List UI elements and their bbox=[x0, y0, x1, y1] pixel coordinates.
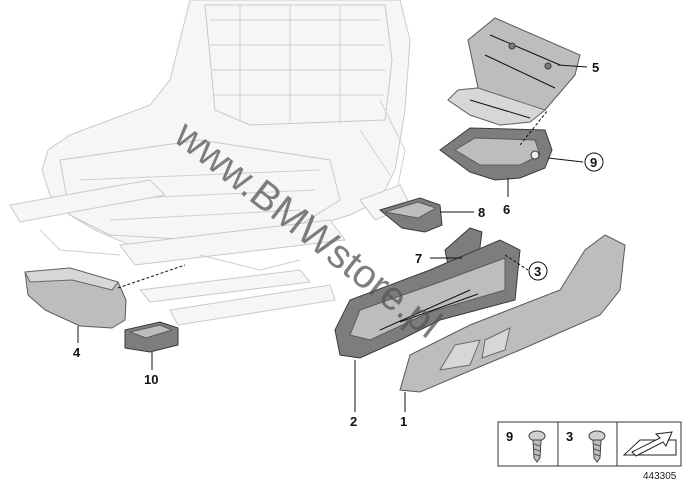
callout-4: 4 bbox=[73, 345, 81, 360]
forward-arrow-icon bbox=[622, 431, 677, 457]
callout-1: 1 bbox=[400, 414, 407, 429]
torx-screw-icon bbox=[588, 430, 606, 463]
callout-circle bbox=[528, 261, 548, 281]
leader-lines bbox=[77, 64, 588, 412]
part-10-clip bbox=[124, 321, 179, 353]
torx-screw-icon bbox=[528, 430, 546, 463]
part-4-front-trim bbox=[24, 267, 127, 329]
callout-3: 3 bbox=[528, 261, 548, 281]
svg-text:4: 4 bbox=[73, 345, 81, 360]
svg-text:7: 7 bbox=[415, 251, 422, 266]
part-6-lower-panel bbox=[439, 127, 553, 181]
callout-10: 10 bbox=[144, 372, 158, 387]
legend-label-3: 3 bbox=[566, 429, 573, 444]
part-2-inner-trim bbox=[334, 239, 521, 359]
callouts: 5 9 6 8 7 3 4 10 2 1 bbox=[73, 60, 604, 429]
callout-6: 6 bbox=[503, 202, 510, 217]
seat-frame-ghost bbox=[9, 0, 411, 326]
callout-2: 2 bbox=[350, 414, 357, 429]
callout-5: 5 bbox=[592, 60, 599, 75]
part-1-outer-trim bbox=[399, 234, 626, 393]
svg-text:3: 3 bbox=[534, 264, 541, 279]
svg-text:1: 1 bbox=[400, 414, 407, 429]
svg-text:10: 10 bbox=[144, 372, 158, 387]
svg-text:5: 5 bbox=[592, 60, 599, 75]
callout-9: 9 bbox=[584, 152, 604, 172]
legend-label-9: 9 bbox=[506, 429, 513, 444]
fastener-legend: 9 3 bbox=[497, 421, 682, 467]
svg-text:2: 2 bbox=[350, 414, 357, 429]
part-5-cover-panel bbox=[447, 17, 581, 126]
part-8-clip bbox=[378, 197, 443, 233]
svg-text:8: 8 bbox=[478, 205, 485, 220]
diagram-id: 443305 bbox=[643, 471, 677, 482]
svg-text:6: 6 bbox=[503, 202, 510, 217]
svg-text:9: 9 bbox=[590, 155, 597, 170]
callout-7: 7 bbox=[415, 251, 422, 266]
callout-8: 8 bbox=[478, 205, 485, 220]
callout-circle bbox=[584, 152, 604, 172]
